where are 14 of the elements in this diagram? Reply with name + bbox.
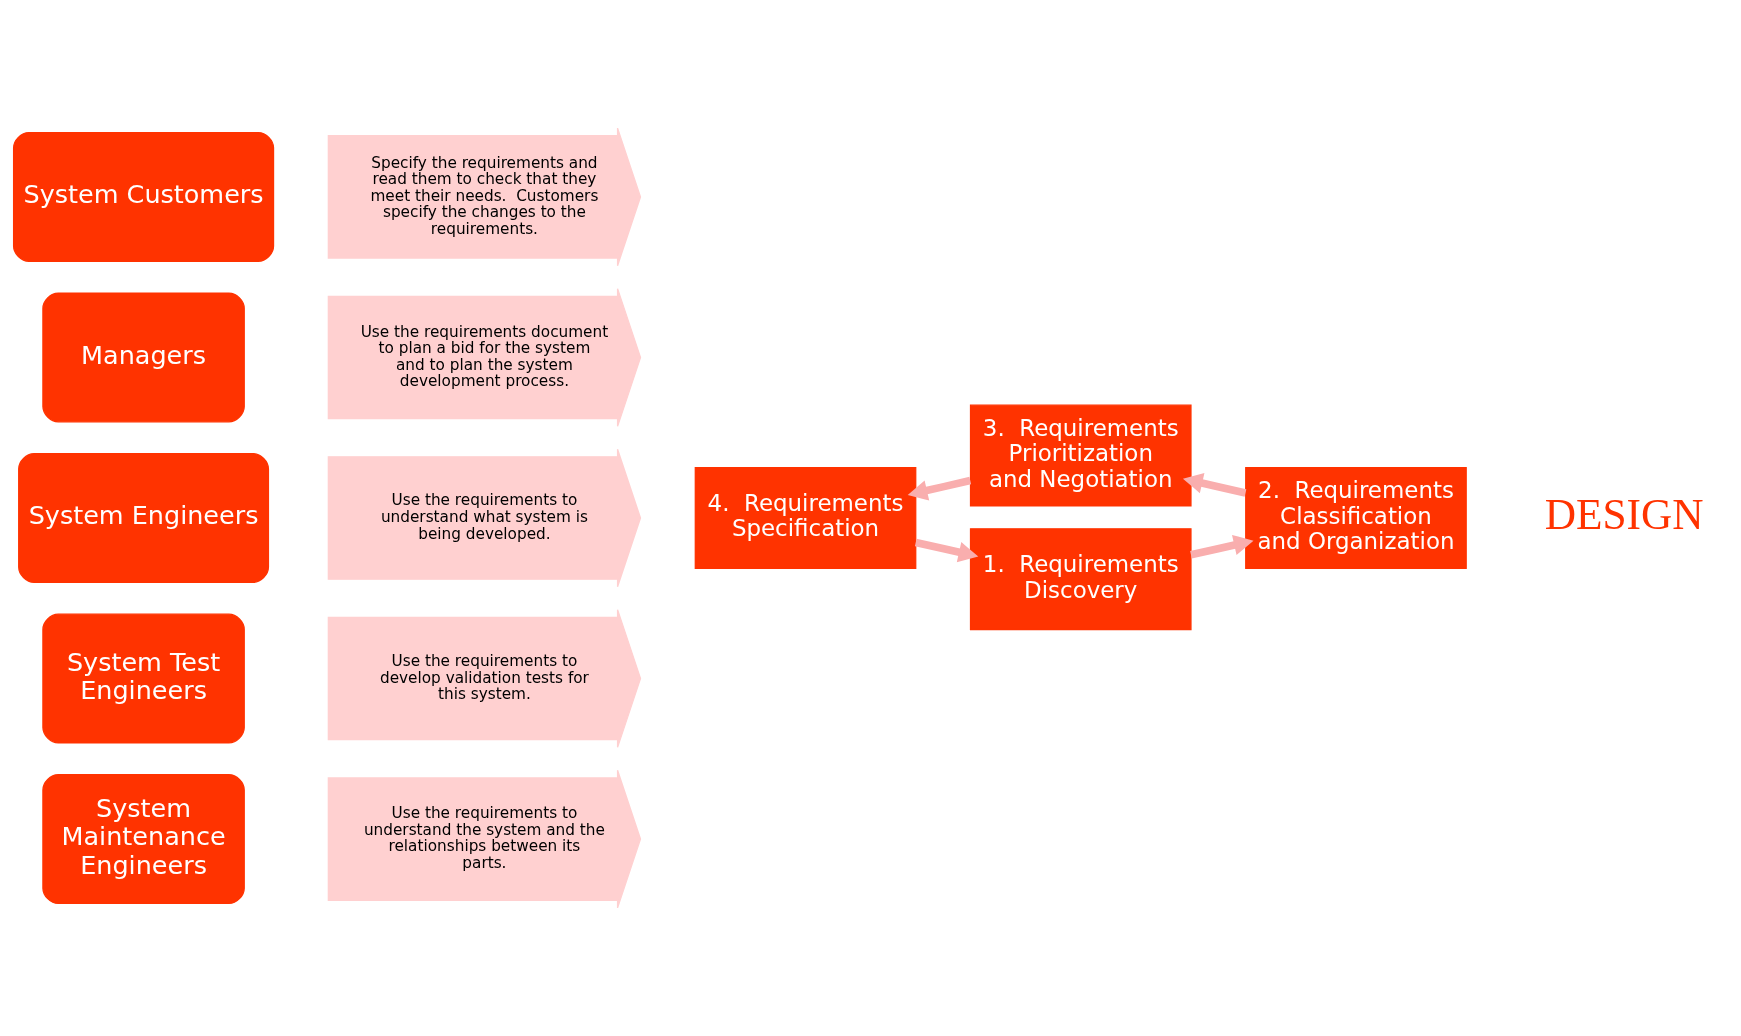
node-box: System Test Engineers (42, 613, 245, 744)
arrow (1182, 473, 1247, 497)
arrow (914, 538, 979, 563)
label: DESIGN (1544, 490, 1704, 539)
node-box: 1. Requirements Discovery (969, 528, 1192, 631)
node-box: 2. Requirements Classification and Organization (1245, 467, 1467, 569)
node-box: Managers (42, 292, 245, 423)
node-box: System Engineers (18, 453, 270, 583)
node-box: 4. Requirements Specification (694, 467, 917, 569)
arrow (1190, 534, 1254, 559)
arrow (907, 476, 972, 501)
node-box: System Customers (12, 131, 275, 262)
node-box: 3. Requirements Prioritization and Negotiation (969, 404, 1192, 507)
node-box: System Maintenance Engineers (42, 774, 245, 905)
